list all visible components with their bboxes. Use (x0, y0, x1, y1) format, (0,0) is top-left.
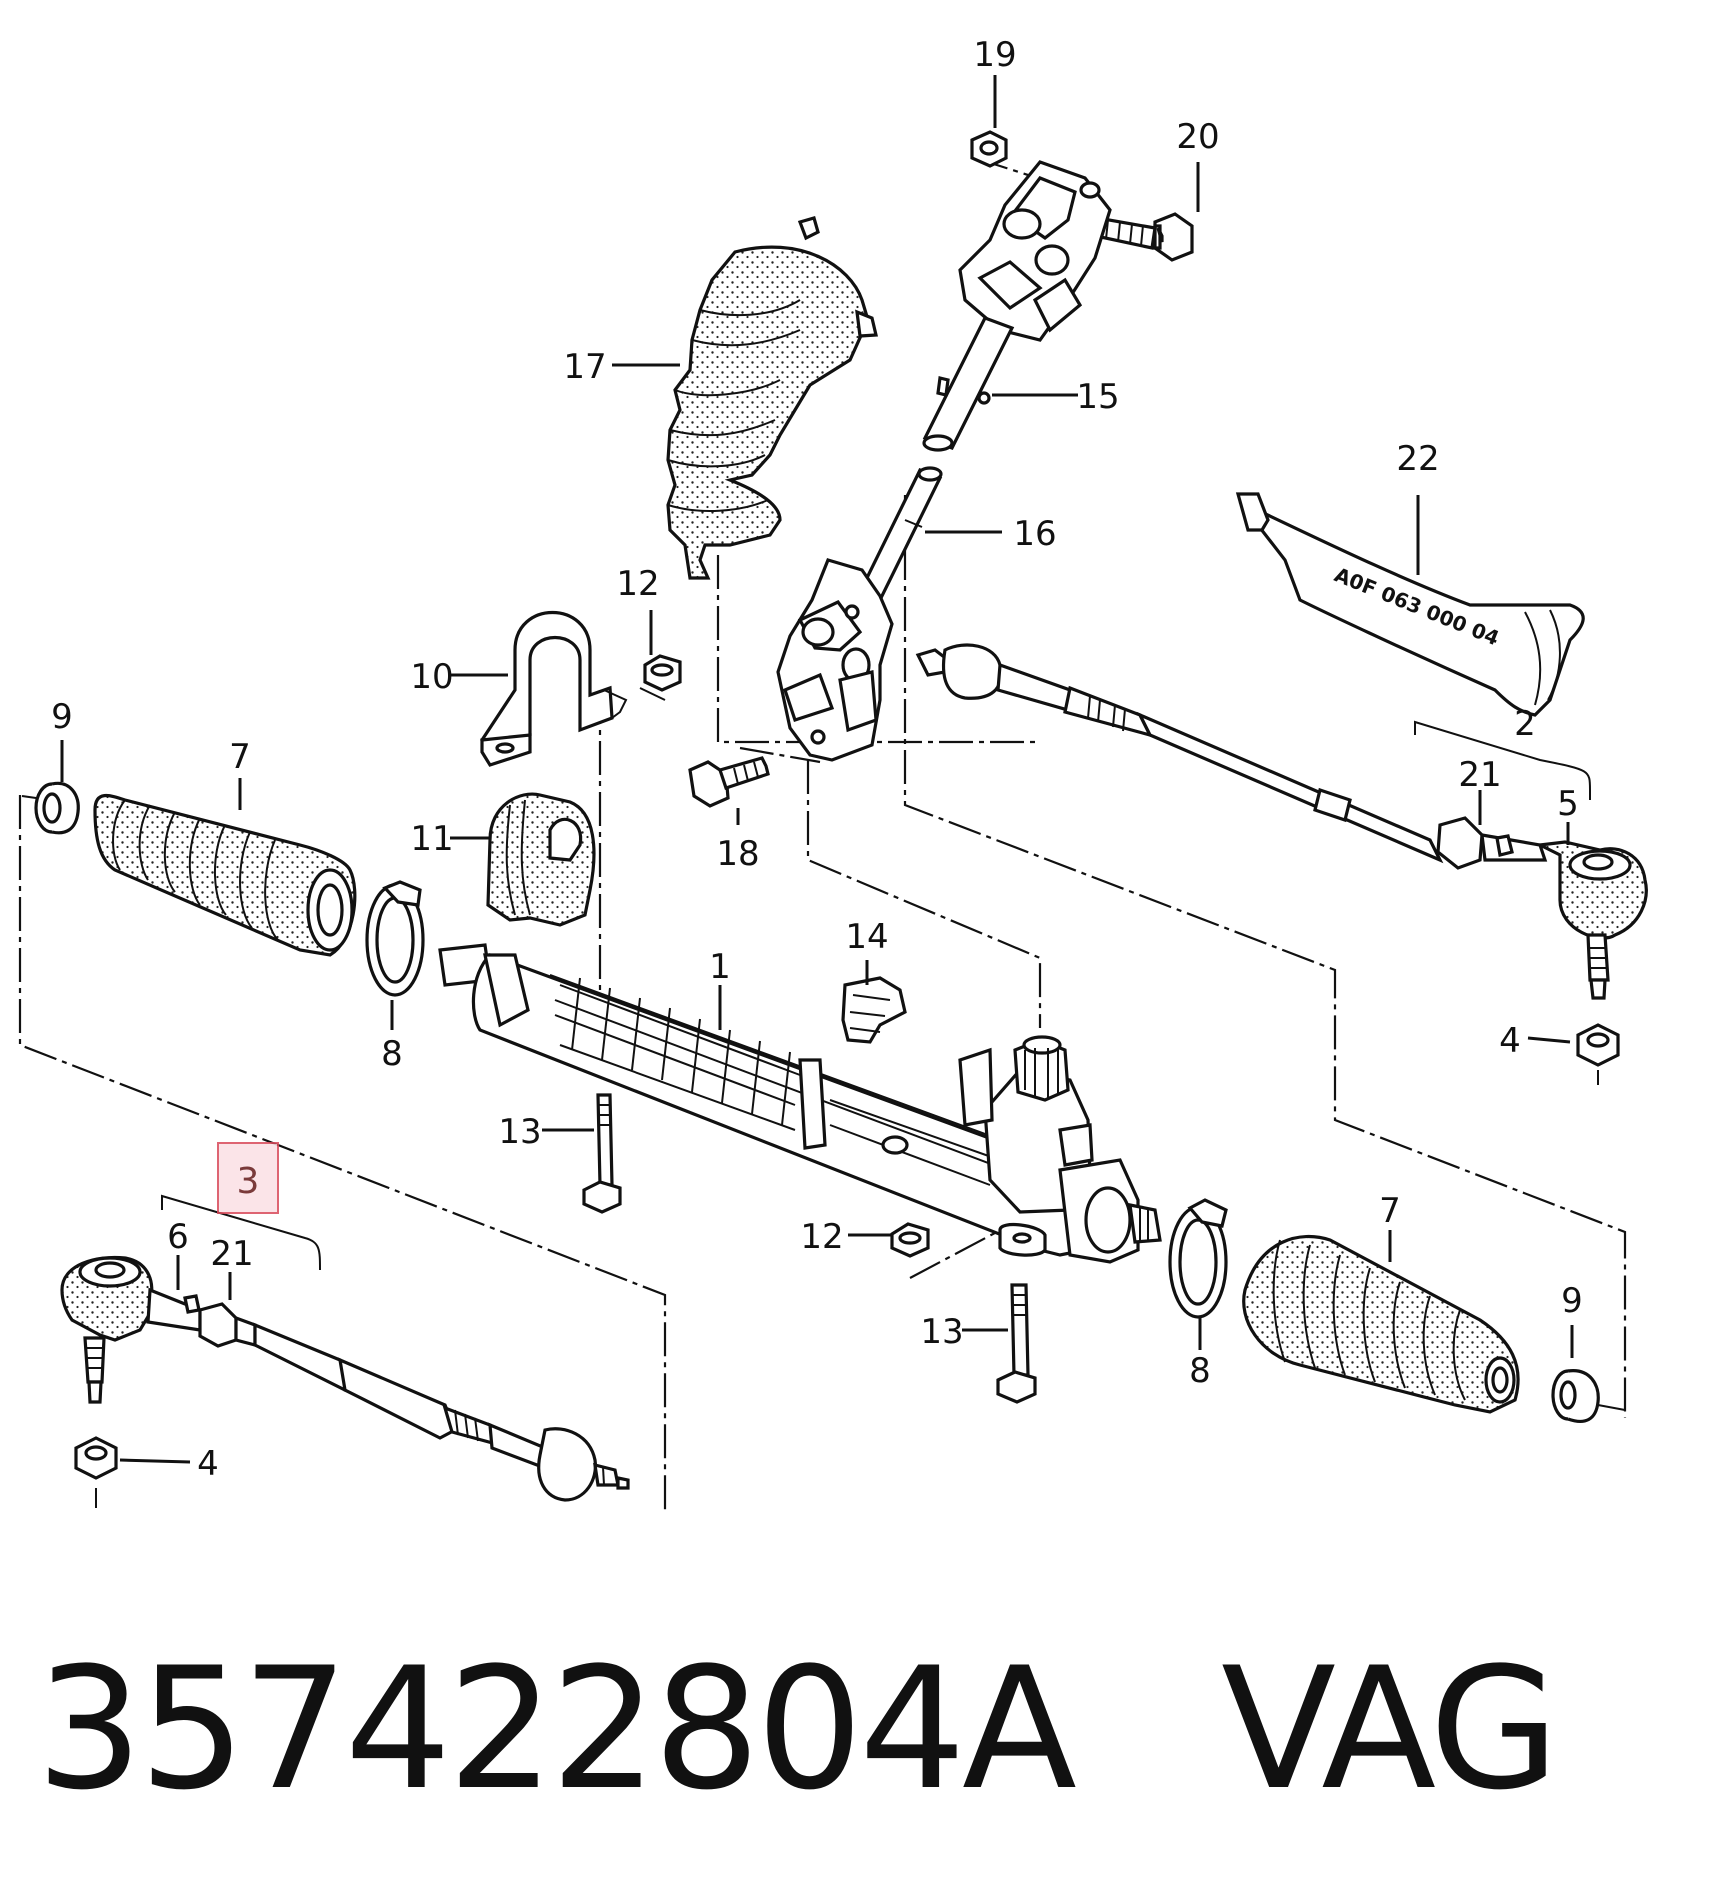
gaiter-17 (666, 216, 878, 580)
grease-tube-22: A0F 063 000 04 (1235, 492, 1585, 717)
tie-rod-3-left (60, 1255, 630, 1502)
callout-5: 5 (1557, 784, 1579, 824)
nut-12-upper (639, 654, 682, 701)
group-brackets (161, 720, 1591, 1271)
bushing-11 (486, 792, 596, 927)
leader-lines (60, 75, 1574, 1464)
nut-4-left (74, 1436, 118, 1508)
callout-18: 18 (716, 834, 759, 874)
band-clamp-8-right (1168, 1198, 1228, 1319)
callout-10: 10 (410, 657, 453, 697)
callout-9-left: 9 (51, 697, 73, 737)
callout-13-lower: 13 (920, 1312, 963, 1352)
nut-4-right (1576, 1023, 1620, 1085)
callout-8-left: 8 (381, 1034, 403, 1074)
nut-19 (970, 130, 1008, 168)
callout-7-left: 7 (229, 737, 251, 777)
callout-16: 16 (1013, 514, 1056, 554)
callout-4-right: 4 (1499, 1021, 1521, 1061)
tie-rod-end-5 (1534, 840, 1648, 1000)
callout-1: 1 (709, 947, 731, 987)
callout-15: 15 (1076, 377, 1119, 417)
band-clamp-8-left (365, 880, 425, 997)
clip-9-left (21, 781, 80, 835)
callout-17: 17 (563, 347, 606, 387)
callout-11: 11 (410, 819, 453, 859)
bellows-7-left (93, 794, 357, 957)
clip-9-right (1551, 1369, 1626, 1424)
callout-labels: 19 20 17 15 22 16 12 10 9 7 2 21 5 18 11… (51, 35, 1583, 1484)
callout-14: 14 (845, 917, 888, 957)
bolt-13-upper (582, 1093, 622, 1214)
callout-20: 20 (1176, 117, 1219, 157)
bolt-13-lower (996, 1283, 1037, 1404)
callout-9-right: 9 (1561, 1281, 1583, 1321)
callout-3: 3 (237, 1161, 260, 1202)
callout-22: 22 (1396, 439, 1439, 479)
callout-4-left: 4 (197, 1444, 219, 1484)
callout-6: 6 (167, 1217, 189, 1257)
part-number-caption: 357422804A VAG (36, 1631, 1559, 1827)
callout-12-lower: 12 (800, 1217, 843, 1257)
bellows-7-right (1242, 1234, 1520, 1414)
clamp-10 (480, 610, 628, 767)
callout-8-right: 8 (1189, 1351, 1211, 1391)
callout-21-right: 21 (1458, 755, 1501, 795)
nut-12-lower (890, 1222, 930, 1258)
callout-2: 2 (1514, 704, 1536, 744)
intermediate-shaft-16 (776, 466, 943, 762)
callout-13-upper: 13 (498, 1112, 541, 1152)
highlight-box-3 (217, 1142, 279, 1214)
tie-rod-2-right (915, 643, 1548, 870)
callout-21-left: 21 (210, 1234, 253, 1274)
callout-12-upper: 12 (616, 564, 659, 604)
callout-7-right: 7 (1379, 1191, 1401, 1231)
housing-ribs (554, 977, 801, 1131)
universal-joint-15 (922, 160, 1112, 452)
bolt-20 (1092, 212, 1194, 262)
bolt-18 (688, 756, 770, 808)
steering-rack-housing-1 (438, 943, 1162, 1264)
clip-14 (841, 976, 907, 1044)
callout-19: 19 (973, 35, 1016, 75)
